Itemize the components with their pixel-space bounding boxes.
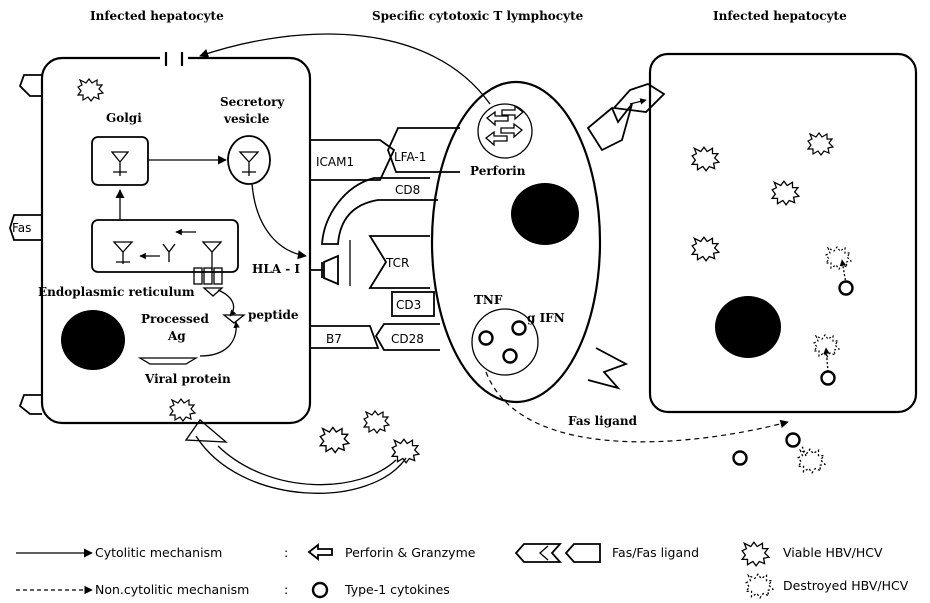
viral-protein-label: Viral protein [144,372,231,386]
tap-transporter [194,268,202,284]
virus-icon [320,427,349,452]
noncytolytic-arrow [486,372,788,442]
cd8-label: CD8 [395,183,420,197]
legend-cytolytic: Cytolitic mechanism [95,545,222,560]
destroyed-virus-icon [798,449,825,473]
virus-icon [742,542,769,566]
fas-ligand-top [588,104,632,150]
hla-i-molecule [310,256,338,284]
processed-label-1: Processed [141,312,209,326]
legend: Cytolitic mechanism : Non.cytolitic mech… [16,542,909,598]
peptide-icon [224,315,244,323]
ctl-nucleus [511,183,579,245]
right-cell-membrane [650,54,916,412]
destroyed-virus-icon [826,247,851,269]
legend-cytokines: Type-1 cytokines [344,582,450,597]
tnf-label: TNF [474,293,503,307]
hla-molecule-icon [114,242,132,264]
fas-ligand-label: Fas ligand [568,414,638,428]
perforin-icon [309,545,332,559]
receptor-junction: ICAM1 LFA-1 CD8 TCR CD3 B7 CD28 [310,128,460,350]
cd3-label: CD3 [396,298,421,312]
ctl-title: Specific cytotoxic T lymphocyte [372,9,584,23]
viral-protein-icon [140,358,196,364]
cytokine-icon [513,322,526,335]
cytolytic-loop-arrow [196,436,406,493]
virus-icon [692,147,719,171]
fas-receptor-bottom [20,395,42,414]
fas-receptor-top [20,75,42,96]
virus-icon [170,399,195,421]
peptide-label: peptide [248,308,299,322]
virus-icon [808,133,833,155]
legend-colon: : [284,545,288,560]
legend-perforin: Perforin & Granzyme [345,545,476,560]
secretory-label-2: vesicle [223,112,270,126]
icam1-label: ICAM1 [316,155,354,169]
right-nucleus [715,296,781,358]
golgi-label: Golgi [106,111,142,125]
virus-icon [692,237,719,261]
cytolytic-arrow [200,34,490,104]
cytokine-icon [480,332,493,345]
legend-viable: Viable HBV/HCV [783,545,883,560]
lfa1-label: LFA-1 [394,150,426,164]
fas-icon [516,544,560,562]
perforin-label: Perforin [470,164,526,178]
fas-ligand [588,348,626,388]
legend-colon: : [284,582,288,597]
virus-icon [364,411,389,433]
hla-label: HLA - I [252,262,300,276]
destroyed-virus-icon [746,574,773,598]
left-hepatocyte: Fas Golgi Secretory vesicle Endoplasmi [10,52,338,423]
right-hepatocyte [650,54,916,412]
b7-molecule [310,326,378,348]
fas-label: Fas [12,221,31,235]
cd8-molecule [322,178,438,244]
cytokine-icon [787,434,800,447]
cytokine-icon [504,350,517,363]
hla-molecule-icon [240,152,258,176]
cd28-label: CD28 [391,332,424,346]
fas-ligand-icon [566,544,600,562]
nucleus [61,310,125,370]
hla-molecule-icon [112,152,128,176]
cytotoxic-t-lymphocyte: Perforin TNF g IFN [432,82,632,402]
right-cell-title: Infected hepatocyte [713,9,847,23]
cytokine-icon [822,372,835,385]
hla-molecule-icon [163,244,175,262]
tcr-label: TCR [385,256,409,270]
left-cell-membrane [42,58,310,423]
ifn-label: g IFN [527,311,565,325]
processed-label-2: Ag [167,329,186,343]
released-fas-ligand [614,84,664,112]
er-label: Endoplasmic reticulum [38,285,195,299]
cytokine-icon [313,583,327,597]
legend-noncytolytic: Non.cytolitic mechanism [95,582,249,597]
virus-icon [78,79,103,101]
perforin-granule [478,104,532,158]
secretory-vesicle [228,136,270,184]
b7-label: B7 [326,332,342,346]
hla-molecule-icon [203,242,221,270]
left-cell-title: Infected hepatocyte [90,9,224,23]
legend-destroyed: Destroyed HBV/HCV [783,578,909,593]
legend-fas: Fas/Fas ligand [612,545,699,560]
cytokine-icon [734,452,747,465]
destroyed-virus-icon [814,335,839,357]
cytokine-icon [840,282,853,295]
virus-icon [772,181,799,205]
secretory-label-1: Secretory [220,95,285,109]
perforin-icon [487,112,508,125]
